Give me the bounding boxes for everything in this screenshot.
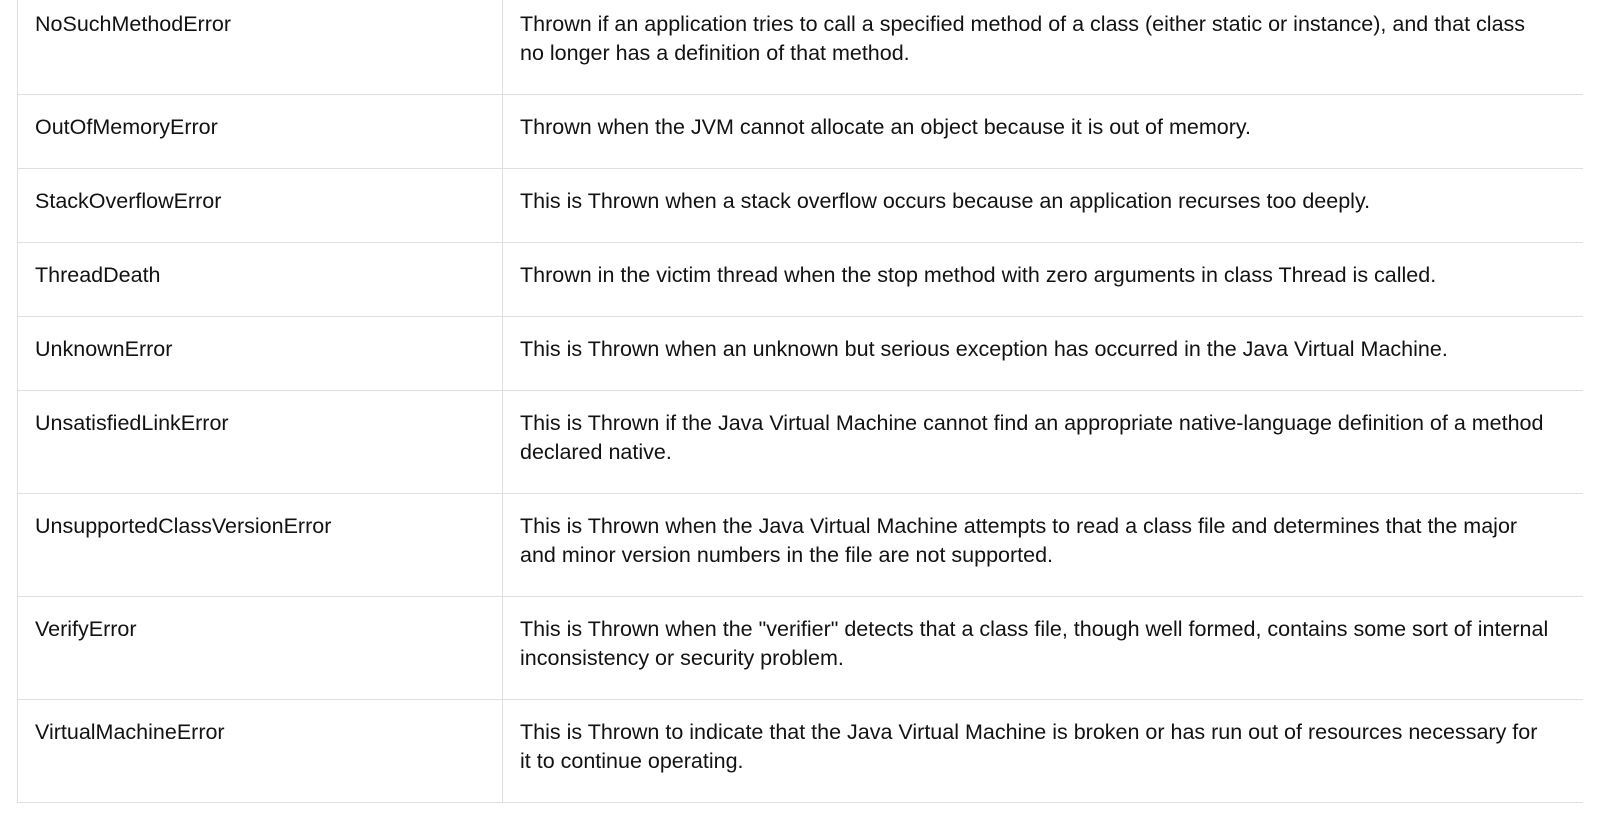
error-description-cell: Thrown if an application tries to call a…: [502, 0, 1583, 95]
error-description-cell: Thrown when the JVM cannot allocate an o…: [502, 94, 1583, 169]
error-class-name-cell: StackOverflowError: [17, 168, 503, 243]
error-class-name-cell: UnsatisfiedLinkError: [17, 390, 503, 494]
error-class-name-cell: UnknownError: [17, 316, 503, 391]
error-description-cell: This is Thrown when the Java Virtual Mac…: [502, 493, 1583, 597]
error-class-name-cell: UnsupportedClassVersionError: [17, 493, 503, 597]
error-description-cell: This is Thrown when a stack overflow occ…: [502, 168, 1583, 243]
error-class-name-cell: ThreadDeath: [17, 242, 503, 317]
error-description-cell: Thrown in the victim thread when the sto…: [502, 242, 1583, 317]
error-class-name-cell: NoSuchMethodError: [17, 0, 503, 95]
error-class-name-cell: VirtualMachineError: [17, 699, 503, 803]
error-description-cell: This is Thrown when the "verifier" detec…: [502, 596, 1583, 700]
error-description-cell: This is Thrown if the Java Virtual Machi…: [502, 390, 1583, 494]
error-class-name-cell: VerifyError: [17, 596, 503, 700]
error-description-cell: This is Thrown to indicate that the Java…: [502, 699, 1583, 803]
error-class-name-cell: OutOfMemoryError: [17, 94, 503, 169]
error-description-cell: This is Thrown when an unknown but serio…: [502, 316, 1583, 391]
